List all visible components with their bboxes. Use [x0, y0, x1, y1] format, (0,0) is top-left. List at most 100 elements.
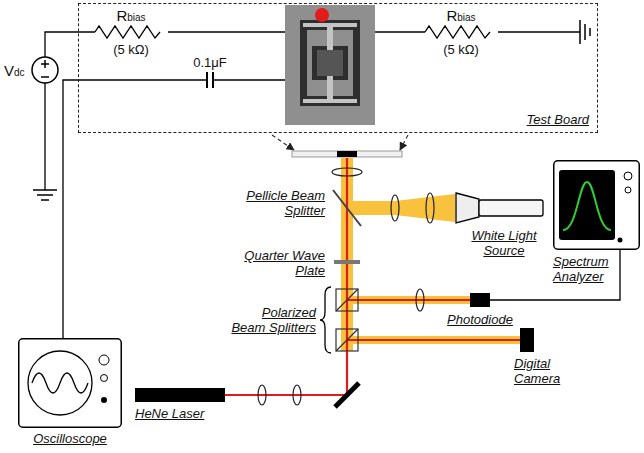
instrument-case — [554, 161, 640, 250]
resistor-label: Rbias — [436, 7, 486, 26]
signal-wire — [63, 80, 78, 338]
capacitor-value: 0.1μF — [185, 55, 235, 70]
wire — [45, 32, 95, 57]
tether — [327, 76, 333, 99]
device-body — [520, 328, 534, 352]
trench — [312, 46, 348, 80]
oscilloscope: Oscilloscope — [18, 338, 122, 428]
center-plate — [317, 50, 343, 76]
mirror — [335, 383, 359, 407]
lens — [293, 385, 301, 405]
capacitor-symbol — [207, 72, 213, 88]
component-label: Polarized Beam Splitters — [228, 305, 316, 335]
plus-sign — [41, 60, 49, 68]
spectrum-analyzer: Spectrum Analyzer — [553, 160, 640, 250]
component-label: White Light Source — [460, 228, 548, 258]
input-jack — [618, 238, 623, 243]
input-jack — [101, 397, 107, 403]
cube-diagonal — [336, 329, 358, 351]
resistor-value: (5 kΩ) — [431, 42, 491, 57]
sample-device — [337, 151, 357, 157]
spectrum-trace — [563, 182, 611, 230]
laser-spot — [315, 8, 329, 22]
dc-source — [32, 57, 58, 83]
device-body — [470, 293, 490, 307]
lens — [426, 193, 434, 223]
lens — [332, 168, 362, 176]
beam-splitter-cube — [336, 289, 358, 311]
laser-beam — [347, 339, 520, 341]
screen — [28, 351, 92, 415]
device-micrograph — [285, 5, 375, 125]
test-board: Test Board — [78, 3, 598, 133]
tether — [327, 27, 333, 50]
zoom-line — [400, 135, 408, 150]
trench — [353, 20, 360, 106]
wire — [78, 79, 207, 80]
wire — [213, 79, 285, 80]
pellicle-splitter — [333, 190, 361, 226]
knob — [624, 172, 632, 180]
source-circle — [32, 57, 58, 83]
component-label: HeNe Laser — [135, 406, 235, 421]
minus-sign — [41, 76, 49, 78]
hene-laser: HeNe Laser — [135, 388, 225, 402]
instrument-case — [19, 339, 122, 428]
white-light-source-shape — [455, 192, 545, 224]
resistor-value: (5 kΩ) — [101, 42, 161, 57]
component-label: Test Board — [527, 112, 589, 127]
laser-beam — [225, 394, 347, 396]
component-label: Spectrum Analyzer — [553, 254, 615, 284]
wire — [375, 31, 425, 32]
beam — [303, 23, 357, 27]
lens — [391, 195, 399, 221]
component-label: Photodiode — [445, 312, 515, 327]
wave-plate — [334, 260, 360, 264]
sample-board — [292, 151, 402, 157]
wire — [498, 31, 580, 32]
micrograph-ground — [285, 5, 375, 125]
ground-symbol — [580, 20, 590, 44]
hene-laser-shape — [135, 388, 225, 402]
trench — [300, 20, 307, 106]
resistor-symbol — [95, 26, 160, 38]
screen — [559, 170, 615, 240]
white-light-beam — [347, 296, 470, 304]
wire — [168, 31, 285, 32]
voltage-label: Vdc — [4, 62, 32, 81]
knob — [101, 375, 108, 382]
lens — [258, 385, 266, 405]
beam — [303, 99, 357, 103]
spectrum-analyzer-shape — [553, 160, 640, 250]
component-label: Quarter Wave Plate — [237, 248, 325, 278]
knob — [99, 355, 109, 365]
beam-splitter-cube — [336, 329, 358, 351]
device-body — [135, 388, 225, 402]
ground-symbol — [33, 190, 57, 200]
laser-beam — [346, 158, 348, 395]
digital-camera-shape — [520, 328, 534, 352]
flashlight-body — [479, 200, 543, 216]
photodiode-shape — [470, 293, 490, 307]
lens — [416, 289, 424, 311]
wire — [44, 83, 45, 190]
cube-diagonal — [336, 289, 358, 311]
flashlight-head — [456, 193, 479, 223]
sine-trace — [32, 373, 88, 393]
component-label: Digital Camera — [514, 356, 576, 386]
zoom-line — [272, 135, 294, 150]
knob — [625, 187, 631, 193]
resistor-label: Rbias — [106, 7, 156, 26]
oscilloscope-shape — [18, 338, 122, 428]
component-label: Pellicle Beam Splitter — [237, 188, 325, 218]
white-light-beam — [347, 194, 455, 222]
brace — [320, 287, 331, 353]
digital-camera: Digital Camera — [520, 328, 534, 352]
white-light-beam — [347, 336, 520, 344]
resistor-symbol — [425, 26, 490, 38]
photodiode: Photodiode — [470, 293, 490, 307]
laser-beam — [347, 299, 470, 301]
component-label: Oscilloscope — [18, 431, 122, 446]
white-light-source: White Light Source — [455, 192, 545, 224]
